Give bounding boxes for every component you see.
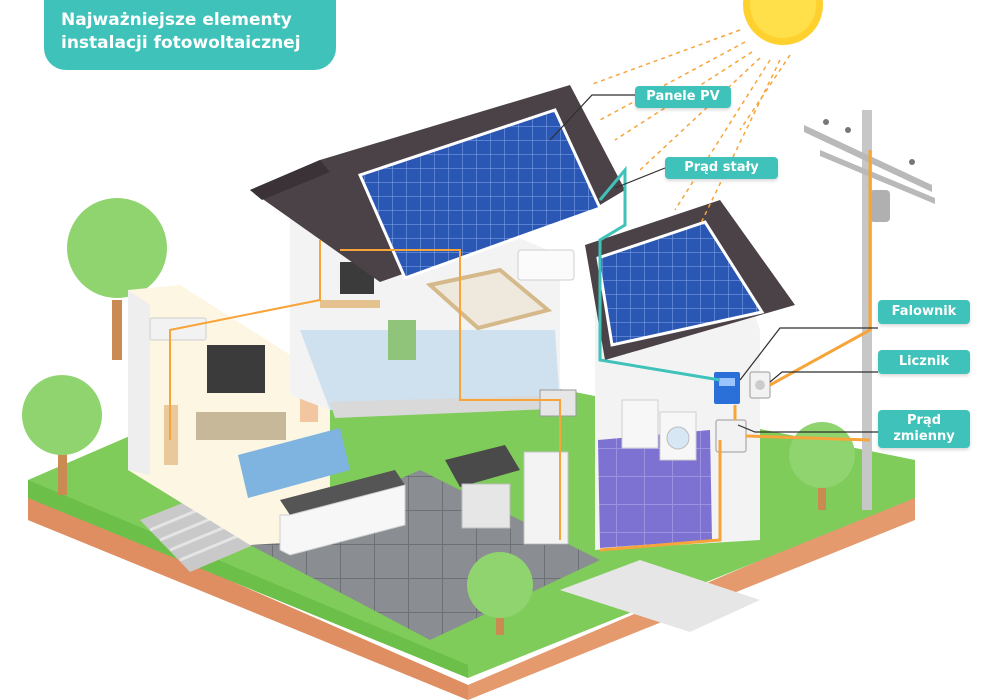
main-roof — [250, 85, 625, 282]
sun-rays — [589, 29, 791, 226]
tree-left-front — [22, 375, 102, 495]
living-room — [128, 285, 350, 545]
tree-left-back — [67, 198, 167, 360]
tree-front — [467, 552, 533, 635]
sidewalk — [560, 560, 760, 632]
callout-lines — [549, 94, 878, 433]
label-prad-zmienny-line-2: zmienny — [893, 429, 955, 444]
utility-pole — [804, 110, 935, 510]
label-licznik: Licznik — [878, 350, 970, 374]
label-prad-zmienny-line-1: Prąd — [906, 413, 942, 428]
pv-panels-main — [357, 108, 603, 280]
label-prad-staly: Prąd stały — [665, 157, 778, 179]
label-falownik: Falownik — [878, 300, 970, 324]
pv-panels-annex — [596, 220, 765, 347]
annex-roof — [585, 200, 795, 360]
sun-icon — [743, 0, 823, 45]
label-prad-zmienny: Prąd zmienny — [878, 410, 970, 448]
title-line-1: Najważniejsze elementy — [61, 10, 292, 30]
label-panele-pv: Panele PV — [635, 86, 731, 108]
title-line-2: instalacji fotowoltaicznej — [61, 33, 301, 53]
inverter-device — [714, 372, 740, 404]
cables — [169, 150, 872, 552]
title-box: Najważniejsze elementy instalacji fotowo… — [44, 0, 336, 70]
meter-device — [749, 371, 771, 399]
